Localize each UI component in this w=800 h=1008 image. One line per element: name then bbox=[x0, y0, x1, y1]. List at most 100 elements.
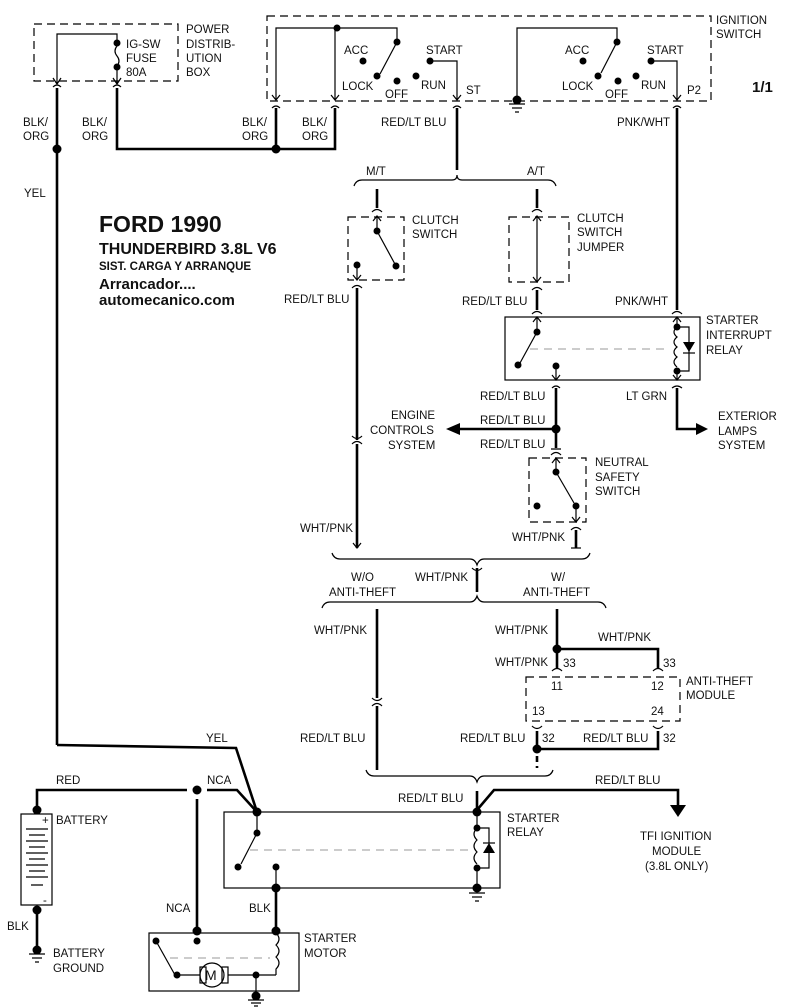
wire-label: BLK bbox=[249, 903, 271, 915]
label-run-2: RUN bbox=[641, 80, 666, 92]
wire-label: RED/LT BLU bbox=[460, 733, 525, 745]
ext-lamps-label-2: LAMPS bbox=[718, 426, 757, 438]
sir-label-3: RELAY bbox=[706, 345, 743, 357]
label-acc: ACC bbox=[344, 45, 368, 57]
ignition-switch-label-1: IGNITION bbox=[716, 15, 767, 27]
bottom-merge-brace bbox=[365, 769, 554, 784]
fuse-label-1: IG-SW bbox=[126, 39, 161, 51]
power-distribution-box: IG-SW FUSE 80A POWER DISTRIB- UTION BOX bbox=[33, 23, 235, 88]
starter-interrupt-relay: STARTER INTERRUPT RELAY bbox=[504, 310, 772, 389]
pin-label: 33 bbox=[563, 658, 576, 670]
anti-theft-module: WHT/PNK WHT/PNK WHT/PNK 33 33 11 12 13 2… bbox=[460, 609, 753, 768]
option-w-label-2: ANTI-THEFT bbox=[523, 587, 590, 599]
diode-icon bbox=[483, 843, 495, 853]
title-block: FORD 1990 THUNDERBIRD 3.8L V6 SIST. CARG… bbox=[99, 211, 277, 309]
wire-label: RED/LT BLU bbox=[480, 415, 545, 427]
fuse-icon bbox=[114, 45, 120, 67]
fuse-label-2: FUSE bbox=[126, 53, 157, 65]
switch-contact-run bbox=[412, 72, 420, 80]
wire-label: RED/LT BLU bbox=[381, 117, 446, 129]
battery-label: BATTERY bbox=[56, 815, 108, 827]
atm-label-1: ANTI-THEFT bbox=[686, 676, 753, 688]
battery: RED NCA + - BATTERY BLK BATTERY GROUND bbox=[7, 775, 258, 975]
switch-contact-off bbox=[393, 77, 401, 85]
wire-label: WHT/PNK bbox=[314, 625, 367, 637]
wire-label: RED/LT BLU bbox=[398, 793, 463, 805]
engine-controls-label-3: SYSTEM bbox=[388, 440, 435, 452]
tfi-label-2: MODULE bbox=[652, 846, 702, 858]
field-coil-icon bbox=[275, 932, 280, 975]
option-wo-label-2: ANTI-THEFT bbox=[329, 587, 396, 599]
connector-icon bbox=[52, 77, 62, 88]
wire-label: WHT/PNK bbox=[300, 523, 353, 535]
engine-controls-label-2: CONTROLS bbox=[370, 425, 434, 437]
sir-label-1: STARTER bbox=[706, 315, 759, 327]
top-wiring: BLK/ ORG BLK/ ORG BLK/ ORG BLK/ ORG YEL … bbox=[23, 88, 679, 745]
wire-label: YEL bbox=[206, 733, 228, 745]
connector-icon bbox=[112, 77, 122, 88]
wire-label: WHT/PNK bbox=[512, 532, 565, 544]
option-at-label: A/T bbox=[527, 166, 545, 178]
title-subsystem: Arrancador.... bbox=[99, 276, 196, 293]
wire-label: RED/LT BLU bbox=[284, 294, 349, 306]
pdb-label-2: DISTRIB- bbox=[186, 39, 235, 51]
title-model: THUNDERBIRD 3.8L V6 bbox=[99, 241, 277, 258]
diode-icon bbox=[683, 342, 695, 352]
wire-label: BLK/ bbox=[242, 117, 268, 129]
starter-motor-label-1: STARTER bbox=[304, 933, 357, 945]
motor-symbol: M bbox=[205, 967, 217, 983]
split-brace bbox=[321, 594, 607, 609]
wire-label: BLK/ bbox=[82, 117, 108, 129]
nss-label-1: NEUTRAL bbox=[595, 457, 649, 469]
pdb-label-1: POWER bbox=[186, 24, 229, 36]
pin-label: 33 bbox=[663, 658, 676, 670]
pdb-label-4: BOX bbox=[186, 67, 211, 79]
wire-label: RED/LT BLU bbox=[300, 733, 365, 745]
tfi-label-3: (3.8L ONLY) bbox=[645, 861, 708, 873]
battery-cells-icon bbox=[26, 828, 48, 886]
wire-label: ORG bbox=[82, 131, 108, 143]
option-brace bbox=[353, 174, 557, 187]
jumper-label-3: JUMPER bbox=[577, 242, 624, 254]
jumper-label-2: SWITCH bbox=[577, 227, 622, 239]
battery-plus: + bbox=[42, 815, 49, 827]
fuse-terminal-top bbox=[113, 39, 121, 47]
ext-lamps-label-3: SYSTEM bbox=[718, 440, 765, 452]
wire-label: RED/LT BLU bbox=[595, 775, 660, 787]
merge-brace bbox=[331, 552, 591, 567]
nss-label-2: SAFETY bbox=[595, 472, 640, 484]
pin-label: 32 bbox=[663, 733, 676, 745]
wire-label: RED bbox=[56, 775, 80, 787]
starter-relay-label-1: STARTER bbox=[507, 813, 560, 825]
clutch-switch-label-1: CLUTCH bbox=[412, 215, 459, 227]
battery-ground-label-2: GROUND bbox=[53, 963, 104, 975]
tfi-label-1: TFI IGNITION bbox=[640, 831, 712, 843]
wire-label: WHT/PNK bbox=[415, 572, 468, 584]
ground-icon bbox=[248, 999, 264, 1007]
ignition-switch-label-2: SWITCH bbox=[716, 29, 761, 41]
pin-label: 12 bbox=[651, 681, 664, 693]
wire-label: WHT/PNK bbox=[495, 625, 548, 637]
arrow-engine-controls-icon bbox=[446, 423, 460, 435]
ground-icon bbox=[509, 103, 525, 113]
title-system: SIST. CARGA Y ARRANQUE bbox=[99, 261, 251, 273]
wire-label: NCA bbox=[166, 903, 191, 915]
wire-label: LT GRN bbox=[626, 391, 667, 403]
starter-motor: NCA BLK M STARTER MOTOR bbox=[148, 888, 357, 1007]
wire-label: RED/LT BLU bbox=[480, 439, 545, 451]
wire-label: BLK bbox=[7, 921, 29, 933]
motor-icon bbox=[199, 962, 225, 988]
switch-contact-lock bbox=[373, 72, 381, 80]
sir-label-2: INTERRUPT bbox=[706, 330, 772, 342]
fuse-terminal-bottom bbox=[113, 63, 121, 71]
pin-label: 32 bbox=[542, 733, 555, 745]
label-start: START bbox=[426, 45, 463, 57]
label-run: RUN bbox=[421, 80, 446, 92]
relay-coil-icon bbox=[673, 326, 678, 368]
wire-label: YEL bbox=[24, 188, 46, 200]
clutch-switch-label-2: SWITCH bbox=[412, 229, 457, 241]
title-site: automecanico.com bbox=[99, 292, 235, 309]
wire-label: BLK/ bbox=[302, 117, 328, 129]
arrow-tfi-icon bbox=[670, 805, 686, 817]
